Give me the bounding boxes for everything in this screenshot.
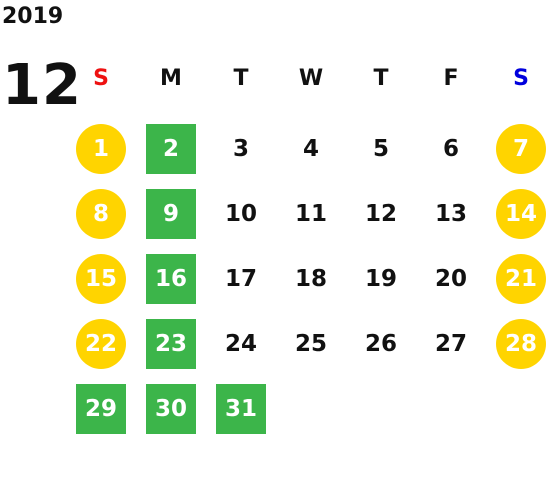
- day-cell[interactable]: 26: [364, 331, 397, 357]
- day-cell[interactable]: 28: [496, 319, 546, 369]
- day-cell[interactable]: 13: [434, 201, 467, 227]
- day-cell[interactable]: 25: [294, 331, 327, 357]
- day-cell[interactable]: 1: [76, 124, 126, 174]
- weekday-header: W: [298, 66, 324, 91]
- day-cell[interactable]: 7: [496, 124, 546, 174]
- day-cell[interactable]: 8: [76, 189, 126, 239]
- day-cell[interactable]: 20: [434, 266, 467, 292]
- day-cell[interactable]: 21: [496, 254, 546, 304]
- weekday-header: F: [443, 66, 459, 91]
- day-cell[interactable]: 9: [146, 189, 196, 239]
- day-cell[interactable]: 16: [146, 254, 196, 304]
- day-cell[interactable]: 12: [364, 201, 397, 227]
- day-cell[interactable]: 29: [76, 384, 126, 434]
- day-cell[interactable]: 10: [224, 201, 257, 227]
- day-cell[interactable]: 22: [76, 319, 126, 369]
- day-cell[interactable]: 17: [224, 266, 257, 292]
- weekday-header: T: [233, 66, 249, 91]
- weekday-header: S: [513, 66, 529, 91]
- day-cell[interactable]: 3: [232, 136, 249, 162]
- month-number: 12: [2, 53, 82, 118]
- day-cell[interactable]: 11: [294, 201, 327, 227]
- day-cell[interactable]: 5: [372, 136, 389, 162]
- year-label: 2019: [2, 4, 64, 29]
- day-cell[interactable]: 30: [146, 384, 196, 434]
- day-cell[interactable]: 6: [442, 136, 459, 162]
- day-cell[interactable]: 23: [146, 319, 196, 369]
- weekday-header: M: [160, 66, 182, 91]
- day-cell[interactable]: 14: [496, 189, 546, 239]
- day-cell[interactable]: 18: [294, 266, 327, 292]
- day-cell[interactable]: 31: [216, 384, 266, 434]
- day-cell[interactable]: 24: [224, 331, 257, 357]
- day-cell[interactable]: 27: [434, 331, 467, 357]
- day-cell[interactable]: 2: [146, 124, 196, 174]
- day-cell[interactable]: 19: [364, 266, 397, 292]
- weekday-header: T: [373, 66, 389, 91]
- day-cell[interactable]: 15: [76, 254, 126, 304]
- day-cell[interactable]: 4: [302, 136, 319, 162]
- weekday-header: S: [93, 66, 109, 91]
